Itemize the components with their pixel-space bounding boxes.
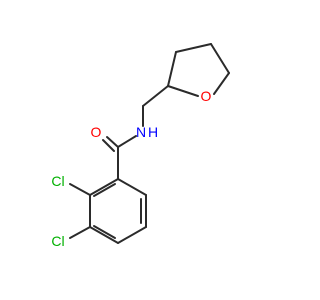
bond [213, 72, 230, 95]
bond [117, 226, 147, 244]
bond [69, 183, 91, 196]
bond [117, 135, 137, 148]
bond [167, 85, 199, 97]
bond [89, 178, 119, 196]
atom-label-nitrogen: N [136, 124, 146, 140]
bond [102, 139, 115, 152]
atom-label-oxygen-ring: O [201, 88, 212, 104]
atom-label-chlorine-2: Cl [51, 173, 64, 189]
atom-labels: O N H O Cl Cl [51, 88, 211, 249]
bond [167, 51, 177, 87]
atom-label-chlorine-3: Cl [51, 233, 64, 249]
bond [93, 225, 116, 239]
bond [93, 183, 116, 197]
bond [117, 178, 147, 196]
benzene-ring [89, 178, 147, 244]
bond [175, 43, 212, 53]
atom-label-oxygen-carbonyl: O [91, 124, 102, 140]
bond [69, 226, 91, 239]
thf-ring [167, 43, 230, 97]
bond [210, 43, 230, 74]
structure-svg: O N H O Cl Cl [51, 43, 230, 249]
bond [106, 136, 119, 148]
bond [142, 85, 169, 107]
atom-label-hydrogen: H [148, 124, 158, 140]
molecule-diagram: O N H O Cl Cl [51, 43, 230, 249]
bond [89, 226, 119, 244]
